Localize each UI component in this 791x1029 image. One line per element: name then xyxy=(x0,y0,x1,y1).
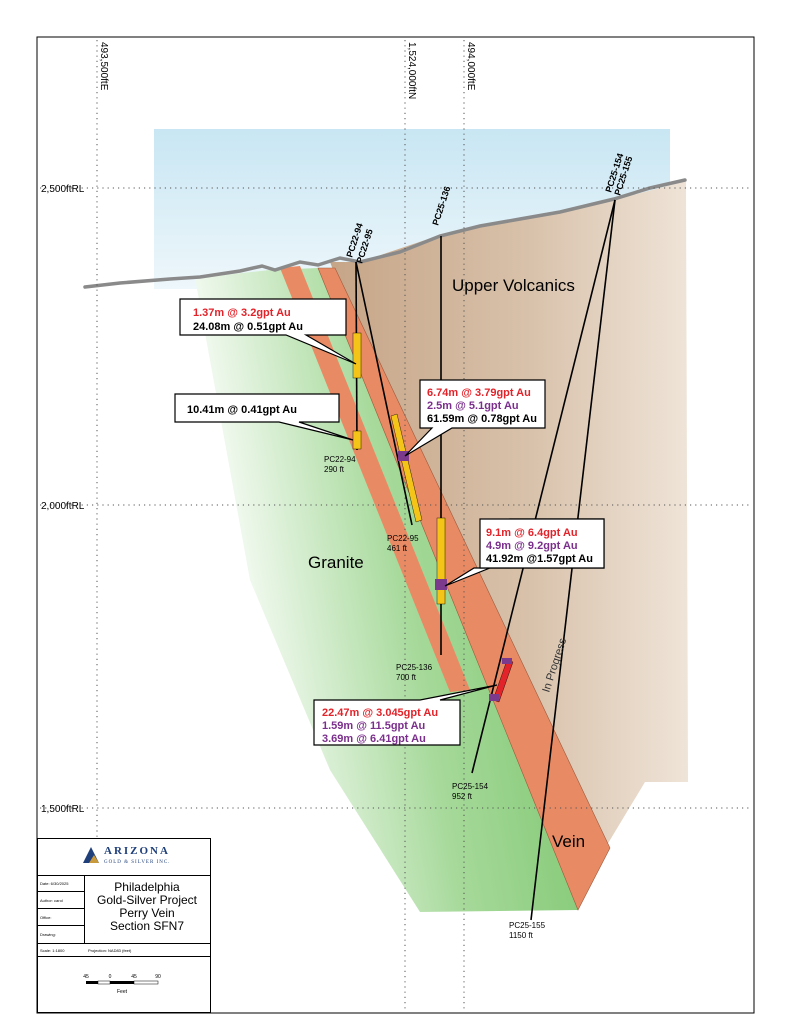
field-projection: Projection: NAD83 (feet) xyxy=(88,948,132,953)
map-frame xyxy=(36,36,755,1014)
hole-end-depth: 461 ft xyxy=(387,544,408,553)
vein-strand-upper xyxy=(280,266,470,692)
grade-callout-2: 10.41m @ 0.41gpt Au xyxy=(174,393,354,441)
label-elevation-1500: 1,500ftRL xyxy=(41,804,85,815)
field-author: Author: carol xyxy=(38,892,84,909)
title-block: ARIZONA GOLD & SILVER INC. Date: 6/30/20… xyxy=(37,838,211,1013)
topography-line xyxy=(83,178,687,289)
hole-end-name: PC22-95 xyxy=(387,534,419,543)
scale-bar-graphic: 45 0 45 90 Feet xyxy=(83,974,161,995)
hole-end-depth: 1150 ft xyxy=(509,931,534,940)
company-name: ARIZONA xyxy=(104,845,170,857)
title-line: Section SFN7 xyxy=(109,919,185,933)
field-date: Date: 6/30/2025 xyxy=(38,875,84,892)
hole-pc25-154 xyxy=(471,199,616,774)
label-vein: Vein xyxy=(552,832,585,851)
scale-tick: 90 xyxy=(155,974,161,980)
hole-end-name: PC25-155 xyxy=(509,921,546,930)
intercept-high-grade xyxy=(398,451,409,461)
company-subtitle: GOLD & SILVER INC. xyxy=(104,860,171,865)
intercept-bar xyxy=(390,413,423,523)
label-granite: Granite xyxy=(308,553,364,572)
label-easting-493500: 493,500ftE xyxy=(98,42,109,91)
grade-text: 61.59m @ 0.78gpt Au xyxy=(427,413,537,425)
mountain-logo-accent-icon xyxy=(89,855,99,863)
scale-tick: 45 xyxy=(131,974,137,980)
grade-text: 6.74m @ 3.79gpt Au xyxy=(427,387,531,399)
intercept-high-grade xyxy=(489,694,499,701)
grade-text: 3.69m @ 6.41gpt Au xyxy=(322,733,426,745)
company-logo: ARIZONA GOLD & SILVER INC. xyxy=(38,839,210,876)
hole-end-depth: 700 ft xyxy=(396,673,417,682)
hole-end-depth: 952 ft xyxy=(452,792,473,801)
grade-text: 4.9m @ 9.2gpt Au xyxy=(486,540,578,552)
scale-bar: 45 0 45 90 Feet xyxy=(38,957,210,1012)
grade-text: 2.5m @ 5.1gpt Au xyxy=(427,400,519,412)
field-office: Office: xyxy=(38,909,84,926)
hole-end-labels: PC22-94 290 ft PC22-95 461 ft PC25-136 7… xyxy=(324,455,546,940)
grade-text: 24.08m @ 0.51gpt Au xyxy=(193,321,303,333)
scale-projection-row: Scale: 1:1800 Projection: NAD83 (feet) xyxy=(38,943,210,957)
intercept-high-grade xyxy=(435,579,447,590)
title-block-fields: Date: 6/30/2025 Author: carol Office: Dr… xyxy=(38,875,85,943)
grade-text: 41.92m @1.57gpt Au xyxy=(486,553,593,565)
project-title: Philadelphia Gold-Silver Project Perry V… xyxy=(84,881,210,933)
field-scale: Scale: 1:1800 xyxy=(40,948,65,953)
grade-callout-4: 9.1m @ 6.4gpt Au 4.9m @ 9.2gpt Au 41.92m… xyxy=(444,518,605,587)
grade-callout-1: 1.37m @ 3.2gpt Au 24.08m @ 0.51gpt Au xyxy=(179,298,357,365)
field-drawing: Drawing: xyxy=(40,932,56,937)
label-upper-volcanics: Upper Volcanics xyxy=(452,276,575,295)
label-elevation-2500: 2,500ftRL xyxy=(41,184,85,195)
intercept-bar xyxy=(436,517,446,605)
intercept-bar xyxy=(352,332,362,379)
hole-end-name: PC25-136 xyxy=(396,663,433,672)
hole-end-name: PC22-94 xyxy=(324,455,356,464)
grade-text: 1.59m @ 11.5gpt Au xyxy=(322,720,425,732)
grade-text: 9.1m @ 6.4gpt Au xyxy=(486,527,578,539)
title-line: Philadelphia xyxy=(114,880,180,894)
grade-callout-3: 6.74m @ 3.79gpt Au 2.5m @ 5.1gpt Au 61.5… xyxy=(404,379,546,457)
title-line: Gold-Silver Project xyxy=(96,893,198,907)
granite-unit xyxy=(195,268,578,912)
grade-text: 10.41m @ 0.41gpt Au xyxy=(187,404,297,416)
grade-text: 1.37m @ 3.2gpt Au xyxy=(193,307,291,319)
grade-callout-5: 22.47m @ 3.045gpt Au 1.59m @ 11.5gpt Au … xyxy=(313,684,498,746)
hole-pc22-95 xyxy=(355,261,413,526)
label-elevation-2000: 2,000ftRL xyxy=(41,501,85,512)
hole-end-name: PC25-154 xyxy=(452,782,489,791)
scale-unit: Feet xyxy=(117,989,128,995)
scale-tick: 45 xyxy=(83,974,89,980)
grid-lines xyxy=(40,40,750,1010)
intercept-bar xyxy=(352,430,362,450)
title-line: Perry Vein xyxy=(119,906,175,920)
label-easting-494000: 494,000ftE xyxy=(465,42,476,91)
hole-end-depth: 290 ft xyxy=(324,465,345,474)
grade-text: 22.47m @ 3.045gpt Au xyxy=(322,707,438,719)
scale-tick: 0 xyxy=(109,974,112,980)
label-northing-1524000: 1,524,000ftN xyxy=(406,42,417,99)
intercept-high-grade xyxy=(502,658,512,664)
